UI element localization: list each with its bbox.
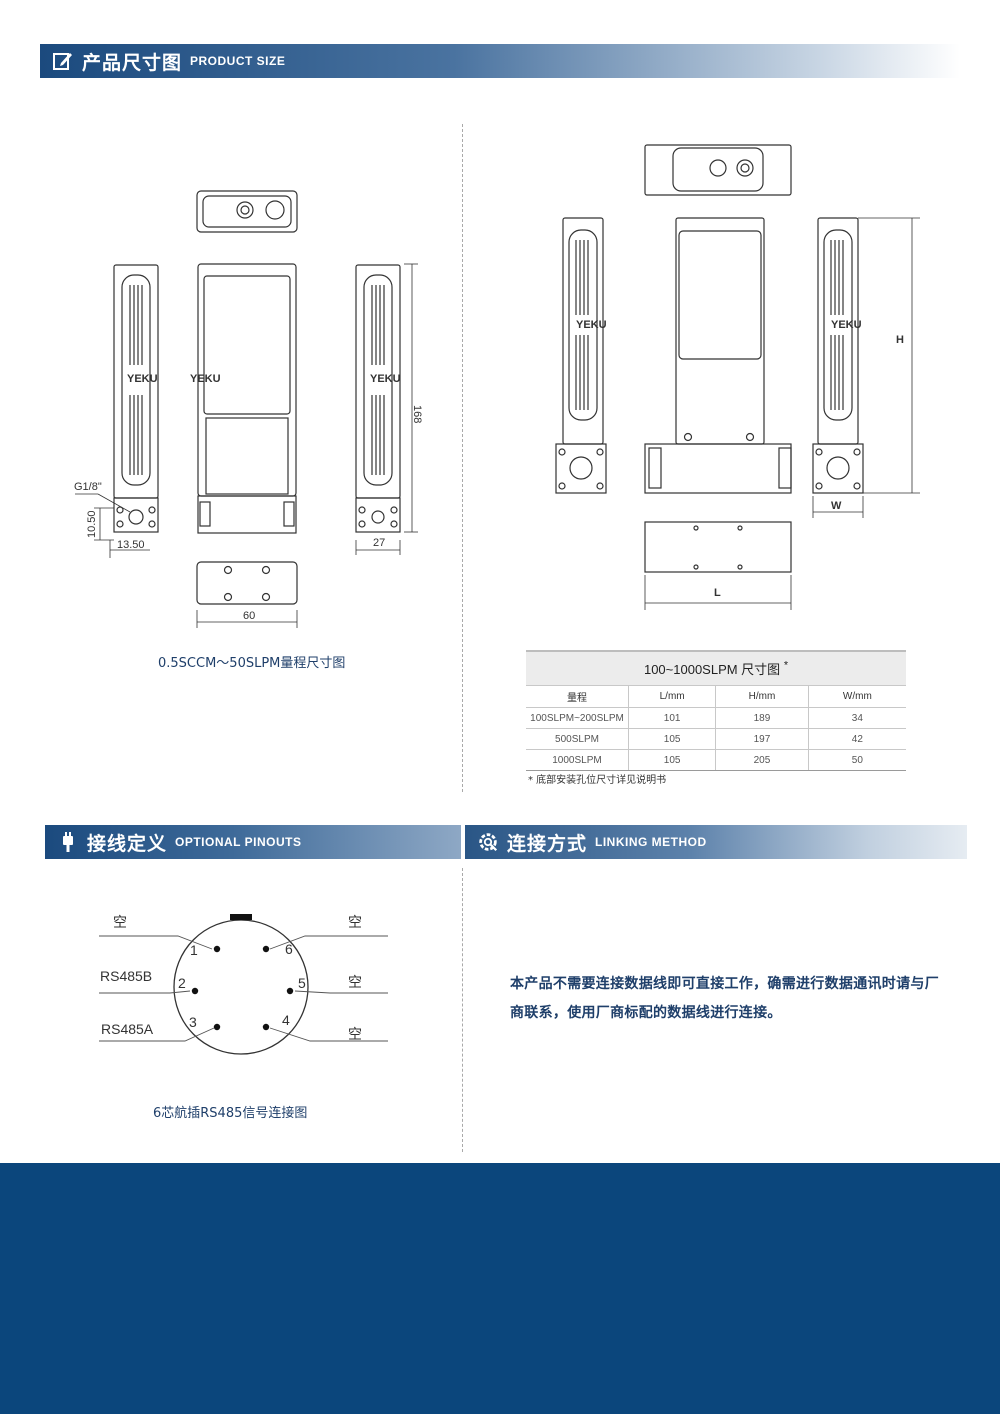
brand-label-large-left: YEKU: [576, 319, 607, 331]
brand-label-large-right: YEKU: [831, 319, 862, 331]
pin-5-number: 5: [298, 975, 306, 991]
pin-3-label: RS485A: [101, 1021, 154, 1037]
pin-diagram-caption: 6芯航插RS485信号连接图: [153, 1106, 308, 1121]
dim-60: 60: [243, 610, 255, 622]
table-cell: 197: [715, 728, 809, 750]
dim-label-l: L: [714, 587, 721, 599]
dim-thread: G1/8": [74, 481, 102, 493]
dim-label-h: H: [896, 334, 904, 346]
dim-27: 27: [373, 537, 385, 549]
plug-icon: [57, 831, 79, 853]
large-dimension-lines: [644, 217, 920, 610]
edit-icon: [52, 50, 74, 72]
brand-label-small-right: YEKU: [370, 373, 401, 385]
pin-1-number: 1: [190, 942, 198, 958]
dim-label-w: W: [831, 500, 842, 512]
size-table: 100~1000SLPM 尺寸图 * 量程 L/mm H/mm W/mm 100…: [526, 650, 906, 771]
linking-title-en: LINKING METHOD: [595, 835, 707, 849]
footer-band: [0, 1163, 1000, 1414]
divider-bottom: [462, 868, 463, 1152]
table-note: * 底部安装孔位尺寸详见说明书: [528, 775, 667, 786]
product-size-title: 产品尺寸图: [82, 51, 183, 74]
table-cell: 189: [715, 707, 809, 729]
product-size-title-en: PRODUCT SIZE: [190, 54, 286, 68]
table-cell: 34: [807, 707, 906, 729]
table-cell: 50: [807, 749, 906, 771]
pin-5-label: 空: [348, 974, 362, 990]
table-cell: 100SLPM~200SLPM: [526, 707, 629, 729]
pin-2-number: 2: [178, 975, 186, 991]
pinouts-header: 接线定义 OPTIONAL PINOUTS: [45, 825, 461, 859]
table-cell: 105: [627, 728, 716, 750]
product-size-header: 产品尺寸图 PRODUCT SIZE: [40, 44, 960, 78]
small-flowmeter-drawing: [113, 190, 401, 605]
table-header: L/mm: [627, 685, 716, 708]
linking-description: 本产品不需要连接数据线即可直接工作，确需进行数据通讯时请与厂商联系，使用厂商标配…: [510, 976, 939, 1021]
table-cell: 105: [627, 749, 716, 771]
table-header: H/mm: [715, 685, 809, 708]
table-row: 1000SLPM 105 205 50: [526, 749, 906, 771]
table-row: 500SLPM 105 197 42: [526, 728, 906, 750]
table-header-row: 量程 L/mm H/mm W/mm: [526, 685, 906, 708]
technical-drawings: YEKU YEKU YEKU G1/8" 10.50 13.50 168 27 …: [74, 144, 920, 628]
size-table-title: 100~1000SLPM 尺寸图 *: [526, 650, 906, 686]
pin-4-label: 空: [348, 1026, 362, 1042]
large-flowmeter-drawing: [555, 144, 864, 573]
small-dimension-lines: [75, 263, 418, 628]
pinouts-title-en: OPTIONAL PINOUTS: [175, 835, 302, 849]
small-drawing-caption: 0.5SCCM～50SLPM量程尺寸图: [158, 656, 346, 671]
pin-2-label: RS485B: [100, 968, 153, 984]
dim-168: 168: [411, 405, 423, 423]
dim-10-50: 10.50: [86, 510, 98, 538]
divider-top: [462, 124, 463, 792]
dim-13-50: 13.50: [117, 539, 145, 551]
table-cell: 1000SLPM: [526, 749, 629, 771]
table-row: 100SLPM~200SLPM 101 189 34: [526, 707, 906, 729]
table-cell: 42: [807, 728, 906, 750]
brand-label-small: YEKU: [190, 373, 221, 385]
pinouts-title: 接线定义: [87, 832, 168, 855]
pin-3-number: 3: [189, 1014, 197, 1030]
brand-label-small-left: YEKU: [127, 373, 158, 385]
table-cell: 205: [715, 749, 809, 771]
table-header: W/mm: [807, 685, 906, 708]
pin-4-number: 4: [282, 1012, 290, 1028]
gear-link-icon: [477, 831, 499, 853]
table-cell: 500SLPM: [526, 728, 629, 750]
linking-title: 连接方式: [507, 832, 588, 855]
linking-header: 连接方式 LINKING METHOD: [465, 825, 967, 859]
pin-1-label: 空: [113, 914, 127, 930]
pin-6-label: 空: [348, 914, 362, 930]
table-cell: 101: [627, 707, 716, 729]
table-header: 量程: [526, 685, 629, 708]
pin-6-number: 6: [285, 941, 293, 957]
